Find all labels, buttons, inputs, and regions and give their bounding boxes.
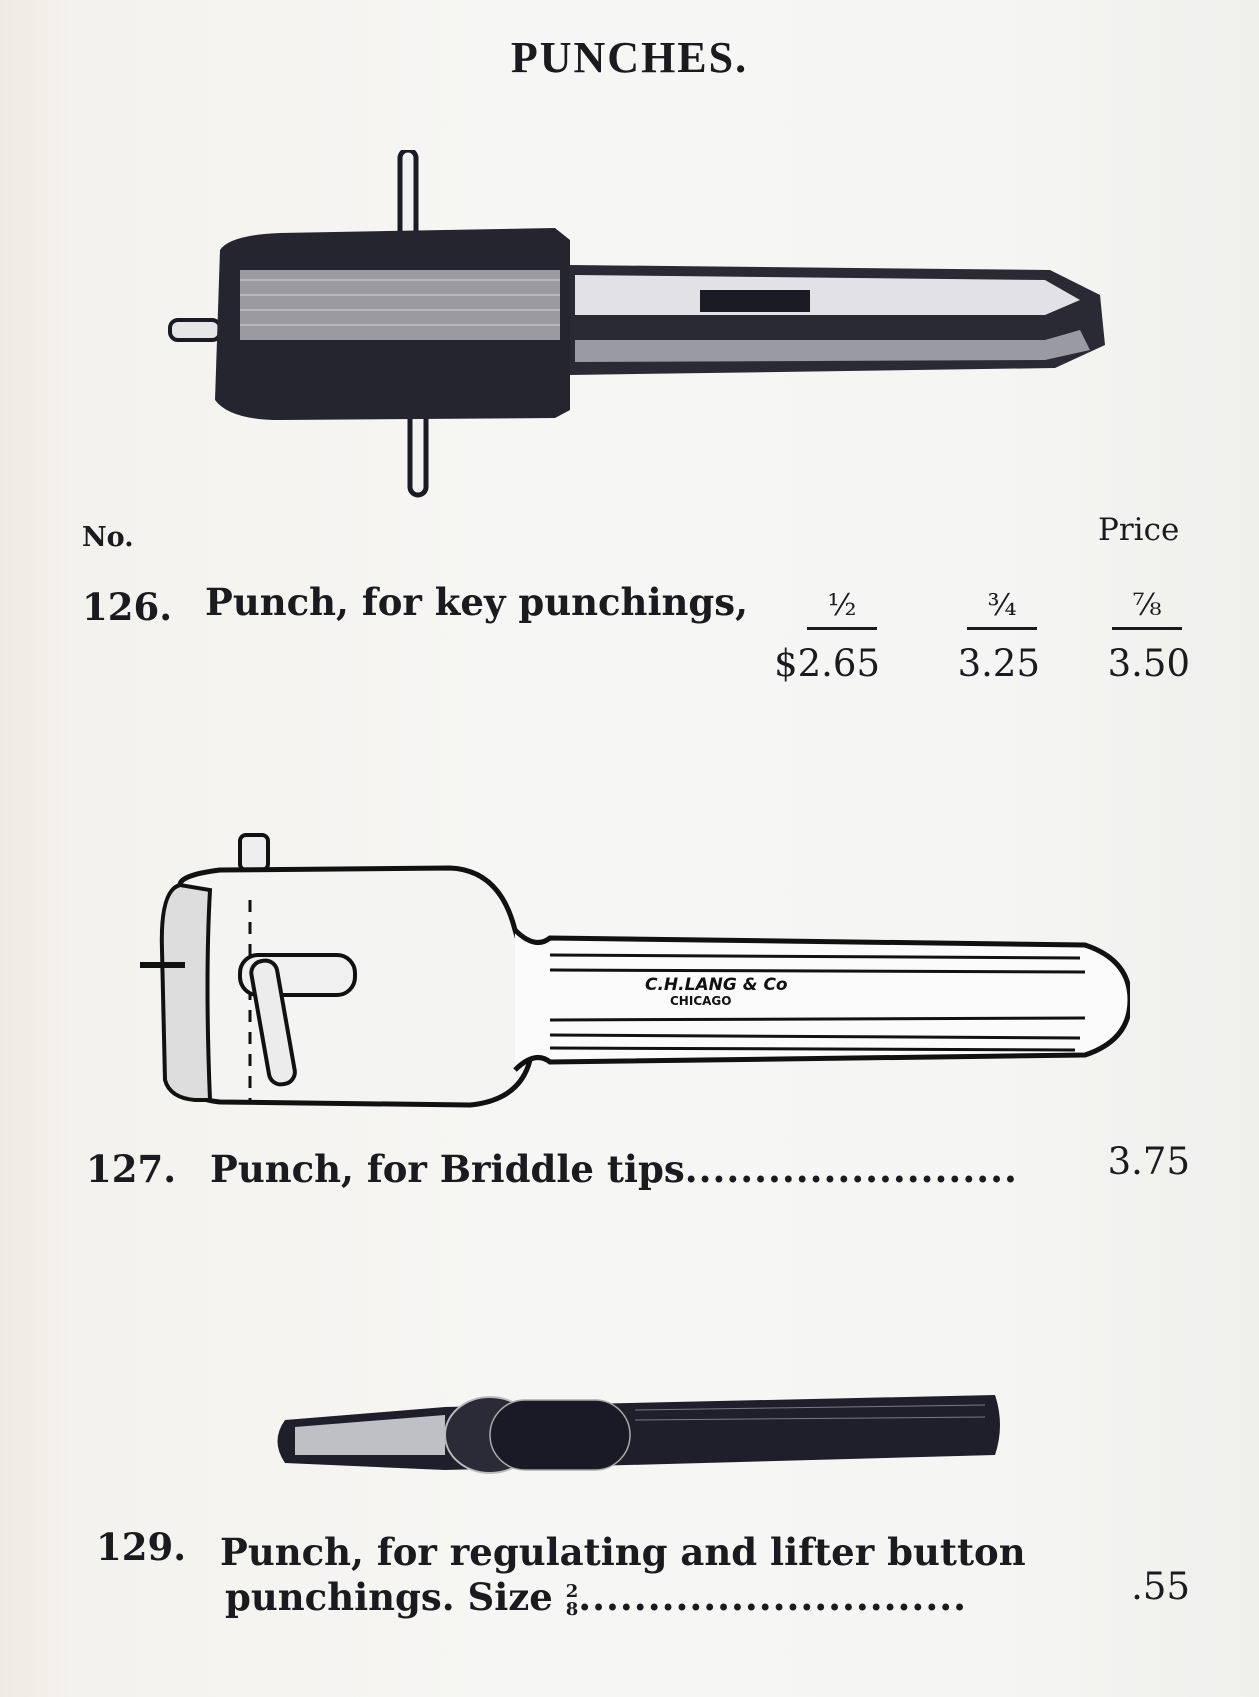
item-description-line1: Punch, for regulating and lifter button — [220, 1530, 1026, 1574]
key-punch-illustration — [168, 150, 1105, 498]
item-price: 3.75 — [1107, 1140, 1190, 1183]
item-number: 126. — [82, 585, 173, 629]
item-price: 3.25 — [957, 642, 1040, 685]
size-option: ⅞ — [1112, 588, 1182, 630]
dot-leader: ........................ — [684, 1147, 1018, 1191]
item-number: 127. — [86, 1147, 177, 1191]
item-number: 129. — [96, 1525, 187, 1569]
item-price: $2.65 — [774, 642, 880, 685]
dot-leader: ............................ — [578, 1575, 967, 1619]
maker-engraving: C.H.LANG & Co — [645, 975, 788, 995]
item-price: .55 — [1131, 1565, 1190, 1608]
bridle-tip-punch-illustration: C.H.LANG & Co CHICAGO — [140, 833, 1130, 1108]
city-engraving: CHICAGO — [670, 994, 731, 1008]
size-option: ¾ — [967, 588, 1037, 630]
item-description-text: punchings. Size — [225, 1575, 553, 1619]
size-option: ½ — [807, 588, 877, 630]
item-description-text: Punch, for Briddle tips — [210, 1147, 685, 1191]
page-title: PUNCHES. — [510, 33, 749, 82]
item-description: Punch, for Briddle tips.................… — [210, 1147, 1018, 1191]
item-description: Punch, for key punchings, — [205, 580, 748, 624]
column-header-price: Price — [1098, 512, 1180, 548]
button-punch-illustration — [277, 1395, 1000, 1474]
column-header-number: No. — [82, 522, 134, 553]
item-price: 3.50 — [1107, 642, 1190, 685]
